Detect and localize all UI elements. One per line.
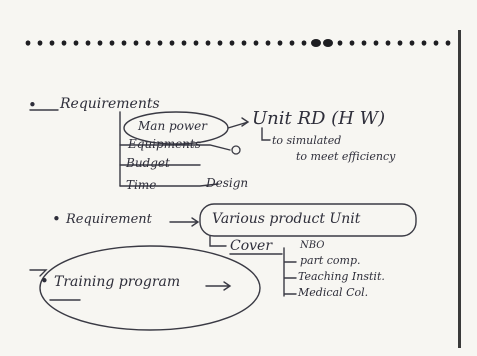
section1-bullet: • [28,96,37,114]
perforation-hole [49,40,55,46]
perforation-hole [361,40,367,46]
perforation-hole [97,40,103,46]
perforation-hole [385,40,391,46]
perforation-hole [169,40,175,46]
perforation-hole [397,40,403,46]
perforation-hole [85,40,91,46]
perforation-hole [301,40,307,46]
perforation-hole [323,39,333,47]
equipment-node [231,145,241,155]
perforation-hole [145,40,151,46]
perforation-hole [241,40,247,46]
item-manpower: Man power [138,119,207,133]
perforation-hole [277,40,283,46]
spiral-perforation [25,39,451,47]
section2-heading: Requirement [66,212,152,227]
cover-label: Cover [230,238,273,254]
training-arrow [205,281,232,291]
perforation-hole [157,40,163,46]
perforation-hole [121,40,127,46]
time-line [119,183,219,187]
cover-branch [209,235,227,247]
section3-bullet: • [40,272,49,290]
cover-item-part-comp: part comp. [300,254,361,267]
perforation-hole [311,39,321,47]
sheet-edge-line [458,30,461,348]
perforation-hole [409,40,415,46]
unit-sub-1: to simulated [272,134,342,147]
various-product-unit: Various product Unit [212,211,361,227]
item-equipments: Equipments [128,137,201,151]
perforation-hole [253,40,259,46]
perforation-hole [109,40,115,46]
perforation-hole [37,40,43,46]
perforation-hole [25,40,31,46]
perforation-hole [217,40,223,46]
perforation-hole [61,40,67,46]
equipments-arrow [119,144,231,151]
cover-item-teaching: Teaching Instit. [298,270,385,283]
training-mark [29,269,48,277]
perforation-hole [433,40,439,46]
design-label: Design [206,176,249,190]
perforation-hole [181,40,187,46]
item-budget: Budget [126,156,170,170]
training-program: Training program [54,274,181,290]
unit-arrow [227,117,250,129]
various-product-box [199,203,417,237]
unit-label: Unit RD (H W) [252,108,386,129]
perforation-hole [73,40,79,46]
cover-item-medical: Medical Col. [298,286,369,299]
perforation-hole [373,40,379,46]
section2-bullet: • [52,210,61,228]
perforation-hole [337,40,343,46]
section1-heading: Requirements [60,96,160,112]
unit-sub-branch [261,127,271,141]
perforation-hole [421,40,427,46]
perforation-hole [265,40,271,46]
perforation-hole [229,40,235,46]
item-time: Time [126,178,157,192]
perforation-hole [289,40,295,46]
perforation-hole [445,40,451,46]
cover-item-nbo: NBO [300,240,325,251]
perforation-hole [193,40,199,46]
perforation-hole [133,40,139,46]
training-enclosure [39,245,261,331]
unit-sub-2: to meet efficiency [296,150,396,163]
perforation-hole [205,40,211,46]
perforation-hole [349,40,355,46]
requirement-arrow [169,217,200,227]
cover-items-branch [283,247,297,297]
